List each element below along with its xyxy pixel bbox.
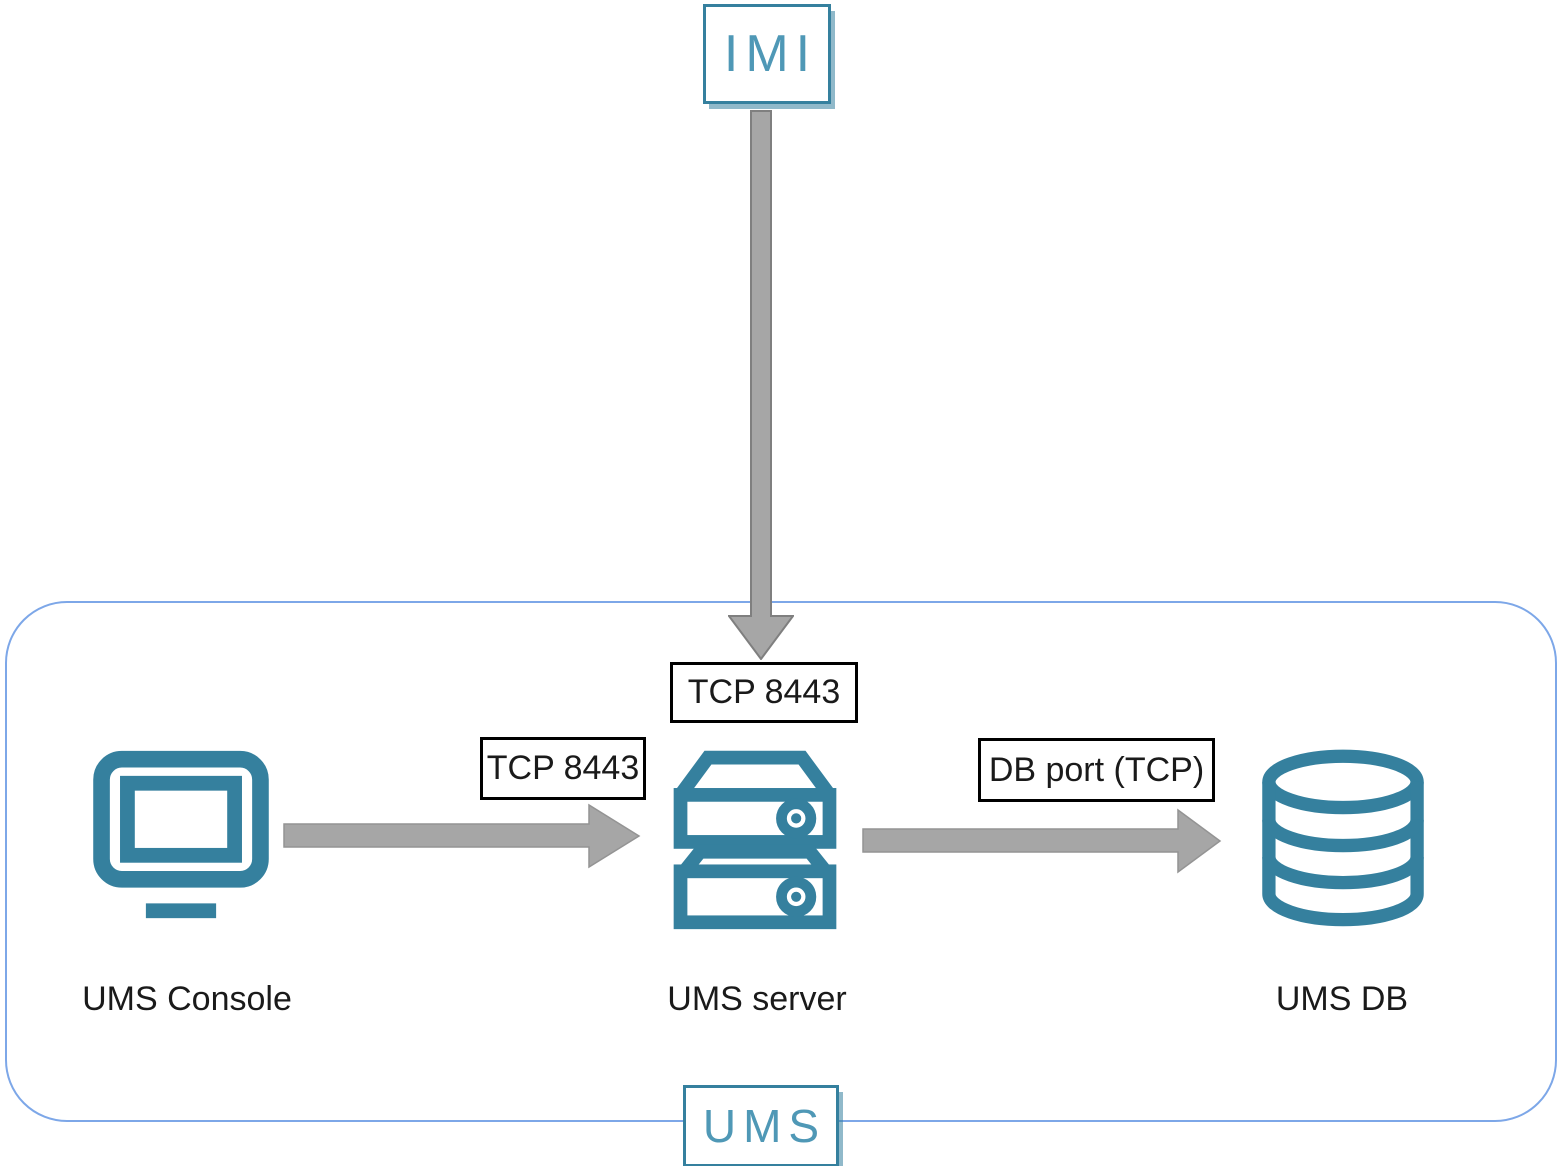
- database-icon: [1248, 742, 1438, 932]
- imi-node: IMI: [703, 4, 831, 104]
- server-node-label: UMS server: [667, 980, 847, 1018]
- ums-label: UMS: [702, 1100, 827, 1152]
- server-stack-icon: [657, 740, 853, 936]
- monitor-icon: [85, 750, 277, 920]
- db-node-label: UMS DB: [1275, 980, 1409, 1018]
- console-node-label: UMS Console: [82, 980, 292, 1018]
- port-label-console-server: TCP 8443: [480, 737, 646, 800]
- arrow-imi-to-server: [728, 110, 794, 660]
- port-label-imi-server: TCP 8443: [670, 662, 858, 723]
- port-label-server-db: DB port (TCP): [978, 738, 1215, 802]
- imi-label: IMI: [723, 25, 818, 83]
- arrow-server-to-db: [862, 808, 1222, 874]
- arrow-console-to-server: [283, 803, 641, 869]
- port-label-text: TCP 8443: [687, 673, 841, 711]
- ums-boundary-badge: UMS: [683, 1085, 839, 1166]
- port-label-text: DB port (TCP): [988, 750, 1205, 789]
- port-label-text: TCP 8443: [486, 749, 640, 787]
